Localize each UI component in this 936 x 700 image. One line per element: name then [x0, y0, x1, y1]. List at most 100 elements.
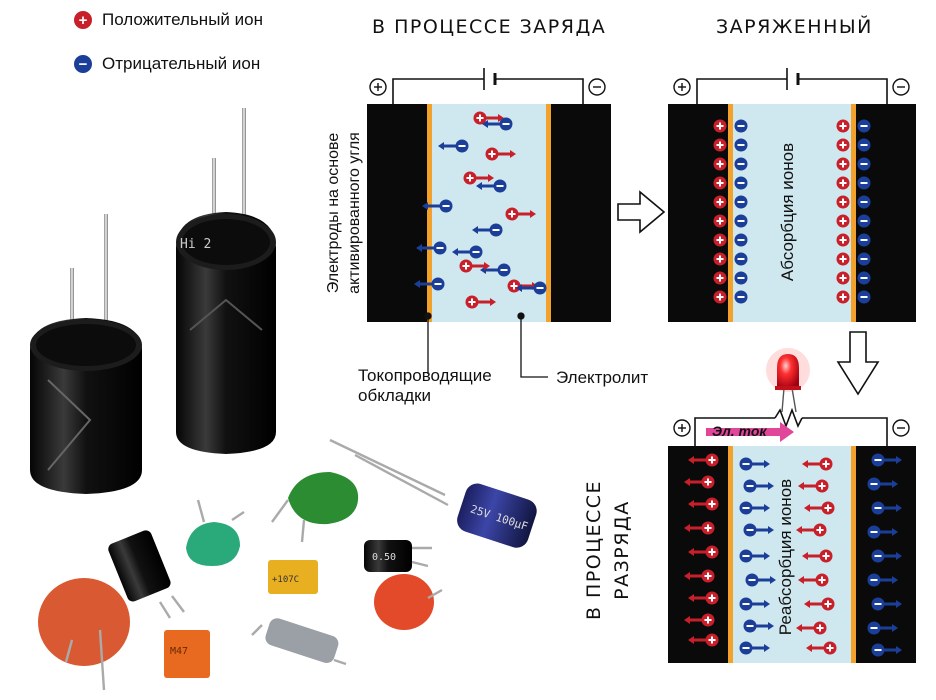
cap1-marking: Hi 2	[180, 237, 211, 252]
positive-ion-icon	[804, 597, 835, 611]
charging-electrode-right	[551, 104, 611, 322]
positive-ion-icon	[713, 271, 727, 285]
positive-ion-icon	[713, 252, 727, 266]
positive-ion-icon	[713, 157, 727, 171]
legend-negative: − Отрицательный ион	[74, 54, 260, 74]
capacitors-photo: Hi 2 25V 100µF +107C 0.50	[30, 108, 537, 691]
negative-ion-icon	[739, 457, 770, 471]
charged-plate-left	[728, 104, 733, 322]
charging-terminal-minus	[588, 78, 606, 96]
negative-ion-icon: −	[74, 55, 92, 73]
discharging-terminal-minus	[892, 419, 910, 437]
positive-ion-icon	[684, 521, 715, 535]
positive-ion-icon	[836, 138, 850, 152]
positive-ion-icon: +	[74, 11, 92, 29]
heading-discharging: В ПРОЦЕССЕ РАЗРЯДА	[583, 479, 633, 621]
positive-ion-icon	[836, 290, 850, 304]
negative-ion-icon	[743, 523, 774, 537]
discharging-plate-right	[851, 446, 856, 663]
positive-ion-icon	[713, 233, 727, 247]
positive-ion-icon	[798, 573, 829, 587]
led-icon	[766, 348, 810, 413]
positive-ion-icon	[688, 453, 719, 467]
charged-plate-right	[851, 104, 856, 322]
positive-ion-icon	[688, 545, 719, 559]
positive-ion-icon	[688, 633, 719, 647]
negative-ion-icon	[734, 290, 748, 304]
negative-ion-icon	[867, 573, 898, 587]
negative-ion-icon	[857, 290, 871, 304]
discharging-electrode-left	[668, 446, 728, 663]
electrolytic-capacitor-large-1	[30, 214, 142, 494]
discharging-electrode-right	[856, 446, 916, 663]
negative-ion-icon	[734, 233, 748, 247]
svg-text:+107C: +107C	[272, 575, 299, 585]
positive-ion-icon	[836, 176, 850, 190]
negative-ion-icon	[734, 214, 748, 228]
film-capacitor-green	[271, 472, 359, 543]
negative-ion-icon	[745, 573, 776, 587]
negative-ion-icon	[743, 619, 774, 633]
charged-terminal-plus	[673, 78, 691, 96]
heading-charged: ЗАРЯЖЕННЫЙ	[716, 16, 873, 38]
negative-ion-icon	[734, 138, 748, 152]
negative-ion-icon	[867, 477, 898, 491]
positive-ion-icon	[713, 290, 727, 304]
reabsorption-label: Реабсорбция ионов	[776, 478, 795, 636]
positive-ion-icon	[684, 613, 715, 627]
positive-ion-icon	[796, 621, 827, 635]
positive-ion-icon	[806, 641, 837, 655]
charged-terminal-minus	[892, 78, 910, 96]
negative-ion-icon	[739, 641, 770, 655]
negative-ion-icon	[857, 252, 871, 266]
positive-ion-icon	[713, 176, 727, 190]
negative-ion-icon	[734, 271, 748, 285]
negative-ion-icon	[734, 195, 748, 209]
positive-ion-icon	[713, 195, 727, 209]
ceramic-disc-capacitor-small	[374, 574, 443, 630]
negative-ion-icon	[739, 597, 770, 611]
negative-ion-icon	[871, 501, 902, 515]
positive-ion-icon	[713, 119, 727, 133]
negative-ion-icon	[857, 176, 871, 190]
positive-ion-icon	[802, 457, 833, 471]
negative-ion-icon	[734, 252, 748, 266]
negative-ion-icon	[857, 195, 871, 209]
positive-ion-icon	[688, 591, 719, 605]
discharging-terminal-plus	[673, 419, 691, 437]
positive-ion-icon	[836, 119, 850, 133]
negative-ion-icon	[867, 621, 898, 635]
negative-ion-icon	[739, 501, 770, 515]
heading-charging: В ПРОЦЕССЕ ЗАРЯДА	[372, 16, 607, 38]
negative-ion-icon	[871, 597, 902, 611]
arrow-down-icon	[836, 331, 880, 396]
film-capacitor-orange: M47	[164, 630, 210, 678]
positive-ion-icon	[836, 195, 850, 209]
positive-ion-icon	[798, 479, 829, 493]
negative-ion-icon	[857, 138, 871, 152]
absorption-label: Абсорбция ионов	[778, 142, 797, 282]
charged-electrode-right	[856, 104, 916, 322]
legend-positive-label: Положительный ион	[102, 10, 263, 29]
electrolytic-capacitor-blue: 25V 100µF	[329, 438, 537, 548]
legend-negative-label: Отрицательный ион	[102, 54, 261, 73]
negative-ion-icon	[734, 176, 748, 190]
charged-electrode-left	[668, 104, 728, 322]
current-label: Эл. ток	[712, 423, 767, 439]
svg-text:M47: M47	[170, 646, 188, 657]
tantalum-capacitor-yellow: +107C	[268, 560, 318, 594]
ceramic-disc-capacitor-large	[38, 578, 130, 691]
positive-ion-icon	[836, 233, 850, 247]
electrolytic-capacitor-small	[108, 530, 185, 619]
legend-positive: + Положительный ион	[74, 10, 263, 30]
negative-ion-icon	[857, 157, 871, 171]
svg-text:0.50: 0.50	[372, 552, 396, 563]
positive-ion-icon	[688, 497, 719, 511]
plates-label: Токопроводящие обкладки	[358, 366, 492, 405]
positive-ion-icon	[836, 271, 850, 285]
negative-ion-icon	[867, 525, 898, 539]
negative-ion-icon	[857, 233, 871, 247]
negative-ion-icon	[857, 119, 871, 133]
positive-ion-icon	[684, 475, 715, 489]
electrolytic-capacitor-large-2: Hi 2	[176, 108, 276, 454]
